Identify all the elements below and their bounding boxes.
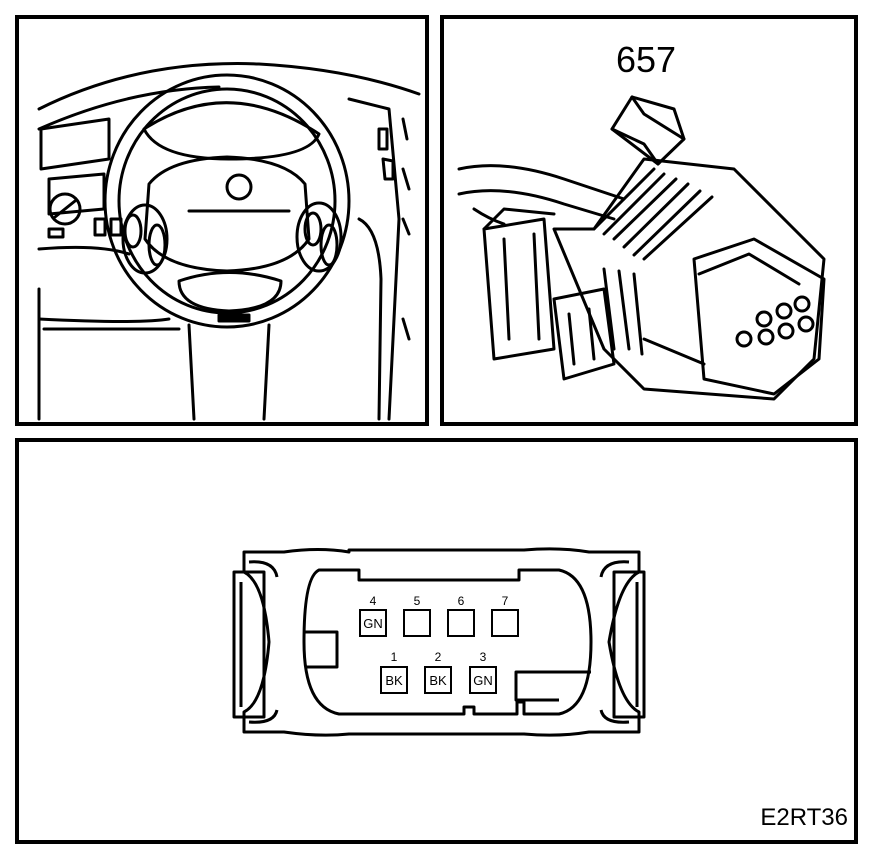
pin-5-number: 5 xyxy=(413,594,421,608)
steering-wheel-illustration xyxy=(37,62,421,421)
pin-6-number: 6 xyxy=(457,594,465,608)
pinout-panel: 4 5 6 7 1 2 3 GN BK BK GN E2RT36 xyxy=(15,438,858,844)
pin-5-terminal xyxy=(403,609,431,637)
figure-code: E2RT36 xyxy=(760,804,848,831)
pin-4-terminal: GN xyxy=(359,609,387,637)
connector-illustration xyxy=(457,95,826,401)
pin-4-number: 4 xyxy=(369,594,377,608)
pin-3-number: 3 xyxy=(479,650,487,664)
pin-3-terminal: GN xyxy=(469,666,497,694)
connector-face-outline xyxy=(232,547,646,737)
pin-2-number: 2 xyxy=(434,650,442,664)
pin-1-terminal: BK xyxy=(380,666,408,694)
pin-1-number: 1 xyxy=(390,650,398,664)
pin-2-terminal: BK xyxy=(424,666,452,694)
pin-7-number: 7 xyxy=(501,594,509,608)
connector-label: 657 xyxy=(616,39,677,80)
pin-6-terminal xyxy=(447,609,475,637)
steering-wheel-panel xyxy=(15,15,429,426)
connector-3d-panel: 657 xyxy=(440,15,858,426)
pin-7-terminal xyxy=(491,609,519,637)
